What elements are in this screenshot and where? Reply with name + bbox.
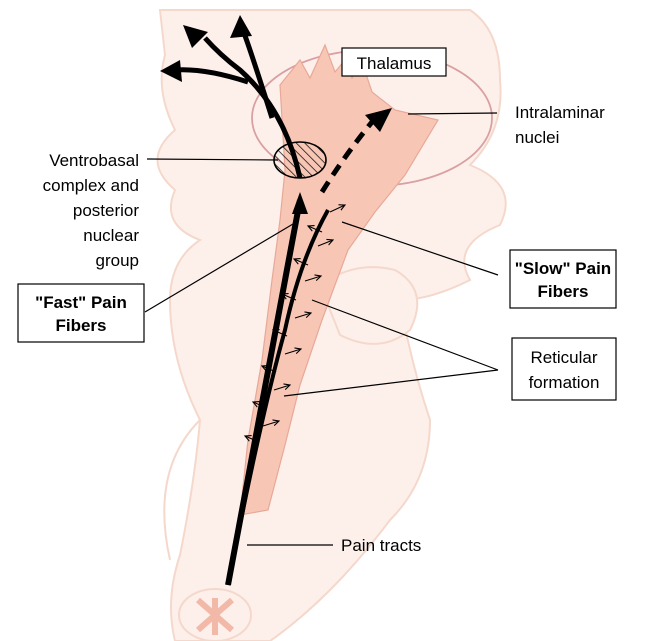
intralaminar-label-line1: Intralaminar	[515, 103, 605, 122]
pain-tracts-label: Pain tracts	[341, 536, 421, 555]
slow-pain-label-line1: "Slow" Pain	[515, 259, 611, 278]
intralaminar-label-line2: nuclei	[515, 128, 559, 147]
ventrobasal-label-line3: posterior	[73, 201, 139, 220]
slow-pain-label-line2: Fibers	[537, 282, 588, 301]
ventrobasal-label-line2: complex and	[43, 176, 139, 195]
fast-pain-label-line1: "Fast" Pain	[35, 293, 127, 312]
thalamus-label: Thalamus	[357, 54, 432, 73]
ventrobasal-label-line1: Ventrobasal	[49, 151, 139, 170]
reticular-label-line1: Reticular	[530, 348, 597, 367]
ventrobasal-label-line5: group	[96, 251, 139, 270]
ventrobasal-label-line4: nuclear	[83, 226, 139, 245]
fast-pain-label-line2: Fibers	[55, 316, 106, 335]
reticular-label-line2: formation	[529, 373, 600, 392]
